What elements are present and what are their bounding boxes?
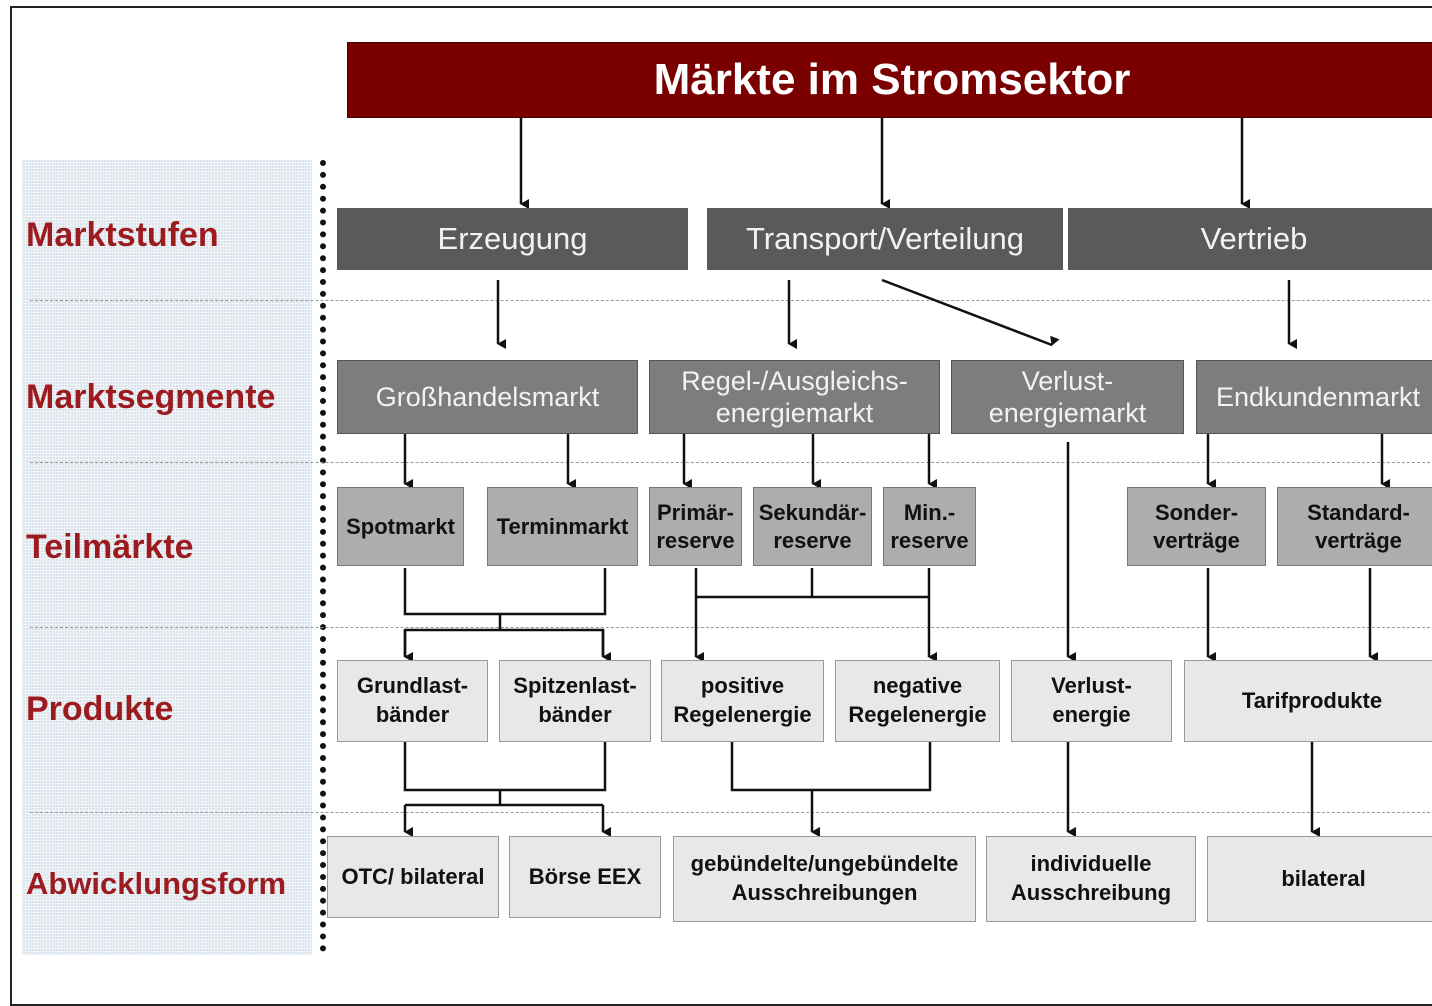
level-marktstufen: Marktstufen [26, 216, 219, 254]
segment-regel-ausgleichsenergiemarkt: Regel-/Ausgleichs- energiemarkt [649, 360, 940, 434]
teilmarkt-standardvertraege: Standard- verträge [1277, 487, 1432, 566]
teilmarkt-spotmarkt: Spotmarkt [337, 487, 464, 566]
teilmarkt-minutenreserve: Min.- reserve [883, 487, 976, 566]
stufe-vertrieb: Vertrieb [1068, 208, 1432, 270]
row-divider [30, 812, 1432, 813]
produkt-negative-regelenergie: negative Regelenergie [835, 660, 1000, 742]
level-teilmaerkte: Teilmärkte [26, 528, 194, 566]
teilmarkt-primaerreserve: Primär- reserve [649, 487, 742, 566]
level-produkte: Produkte [26, 690, 174, 728]
level-separator [320, 160, 326, 952]
row-divider [30, 462, 1432, 463]
abwicklung-ausschreibungen: gebündelte/ungebündelte Ausschreibungen [673, 836, 976, 922]
stufe-erzeugung: Erzeugung [337, 208, 688, 270]
level-marktsegmente: Marktsegmente [26, 378, 276, 416]
segment-verlustenergiemarkt: Verlust- energiemarkt [951, 360, 1184, 434]
abwicklung-boerse-eex: Börse EEX [509, 836, 661, 918]
abwicklung-otc-bilateral: OTC/ bilateral [327, 836, 499, 918]
produkt-verlustenergie: Verlust- energie [1011, 660, 1172, 742]
level-abwicklungsform: Abwicklungsform [26, 866, 287, 901]
row-divider [30, 627, 1432, 628]
level-label-band [22, 160, 312, 955]
produkt-positive-regelenergie: positive Regelenergie [661, 660, 824, 742]
connector-lines [403, 118, 1390, 837]
segment-grosshandelsmarkt: Großhandelsmarkt [337, 360, 638, 434]
teilmarkt-sekundaerreserve: Sekundär- reserve [753, 487, 872, 566]
abwicklung-bilateral: bilateral [1207, 836, 1432, 922]
row-divider [30, 300, 1432, 301]
produkt-grundlastbaender: Grundlast- bänder [337, 660, 488, 742]
abwicklung-individuelle-ausschreibung: individuelle Ausschreibung [986, 836, 1196, 922]
produkt-spitzenlastbaender: Spitzenlast- bänder [499, 660, 651, 742]
stufe-transport-verteilung: Transport/Verteilung [707, 208, 1063, 270]
produkt-tarifprodukte: Tarifprodukte [1184, 660, 1432, 742]
teilmarkt-terminmarkt: Terminmarkt [487, 487, 638, 566]
diagram-title: Märkte im Stromsektor [347, 42, 1432, 118]
segment-endkundenmarkt: Endkundenmarkt [1196, 360, 1432, 434]
teilmarkt-sondervertraege: Sonder- verträge [1127, 487, 1266, 566]
